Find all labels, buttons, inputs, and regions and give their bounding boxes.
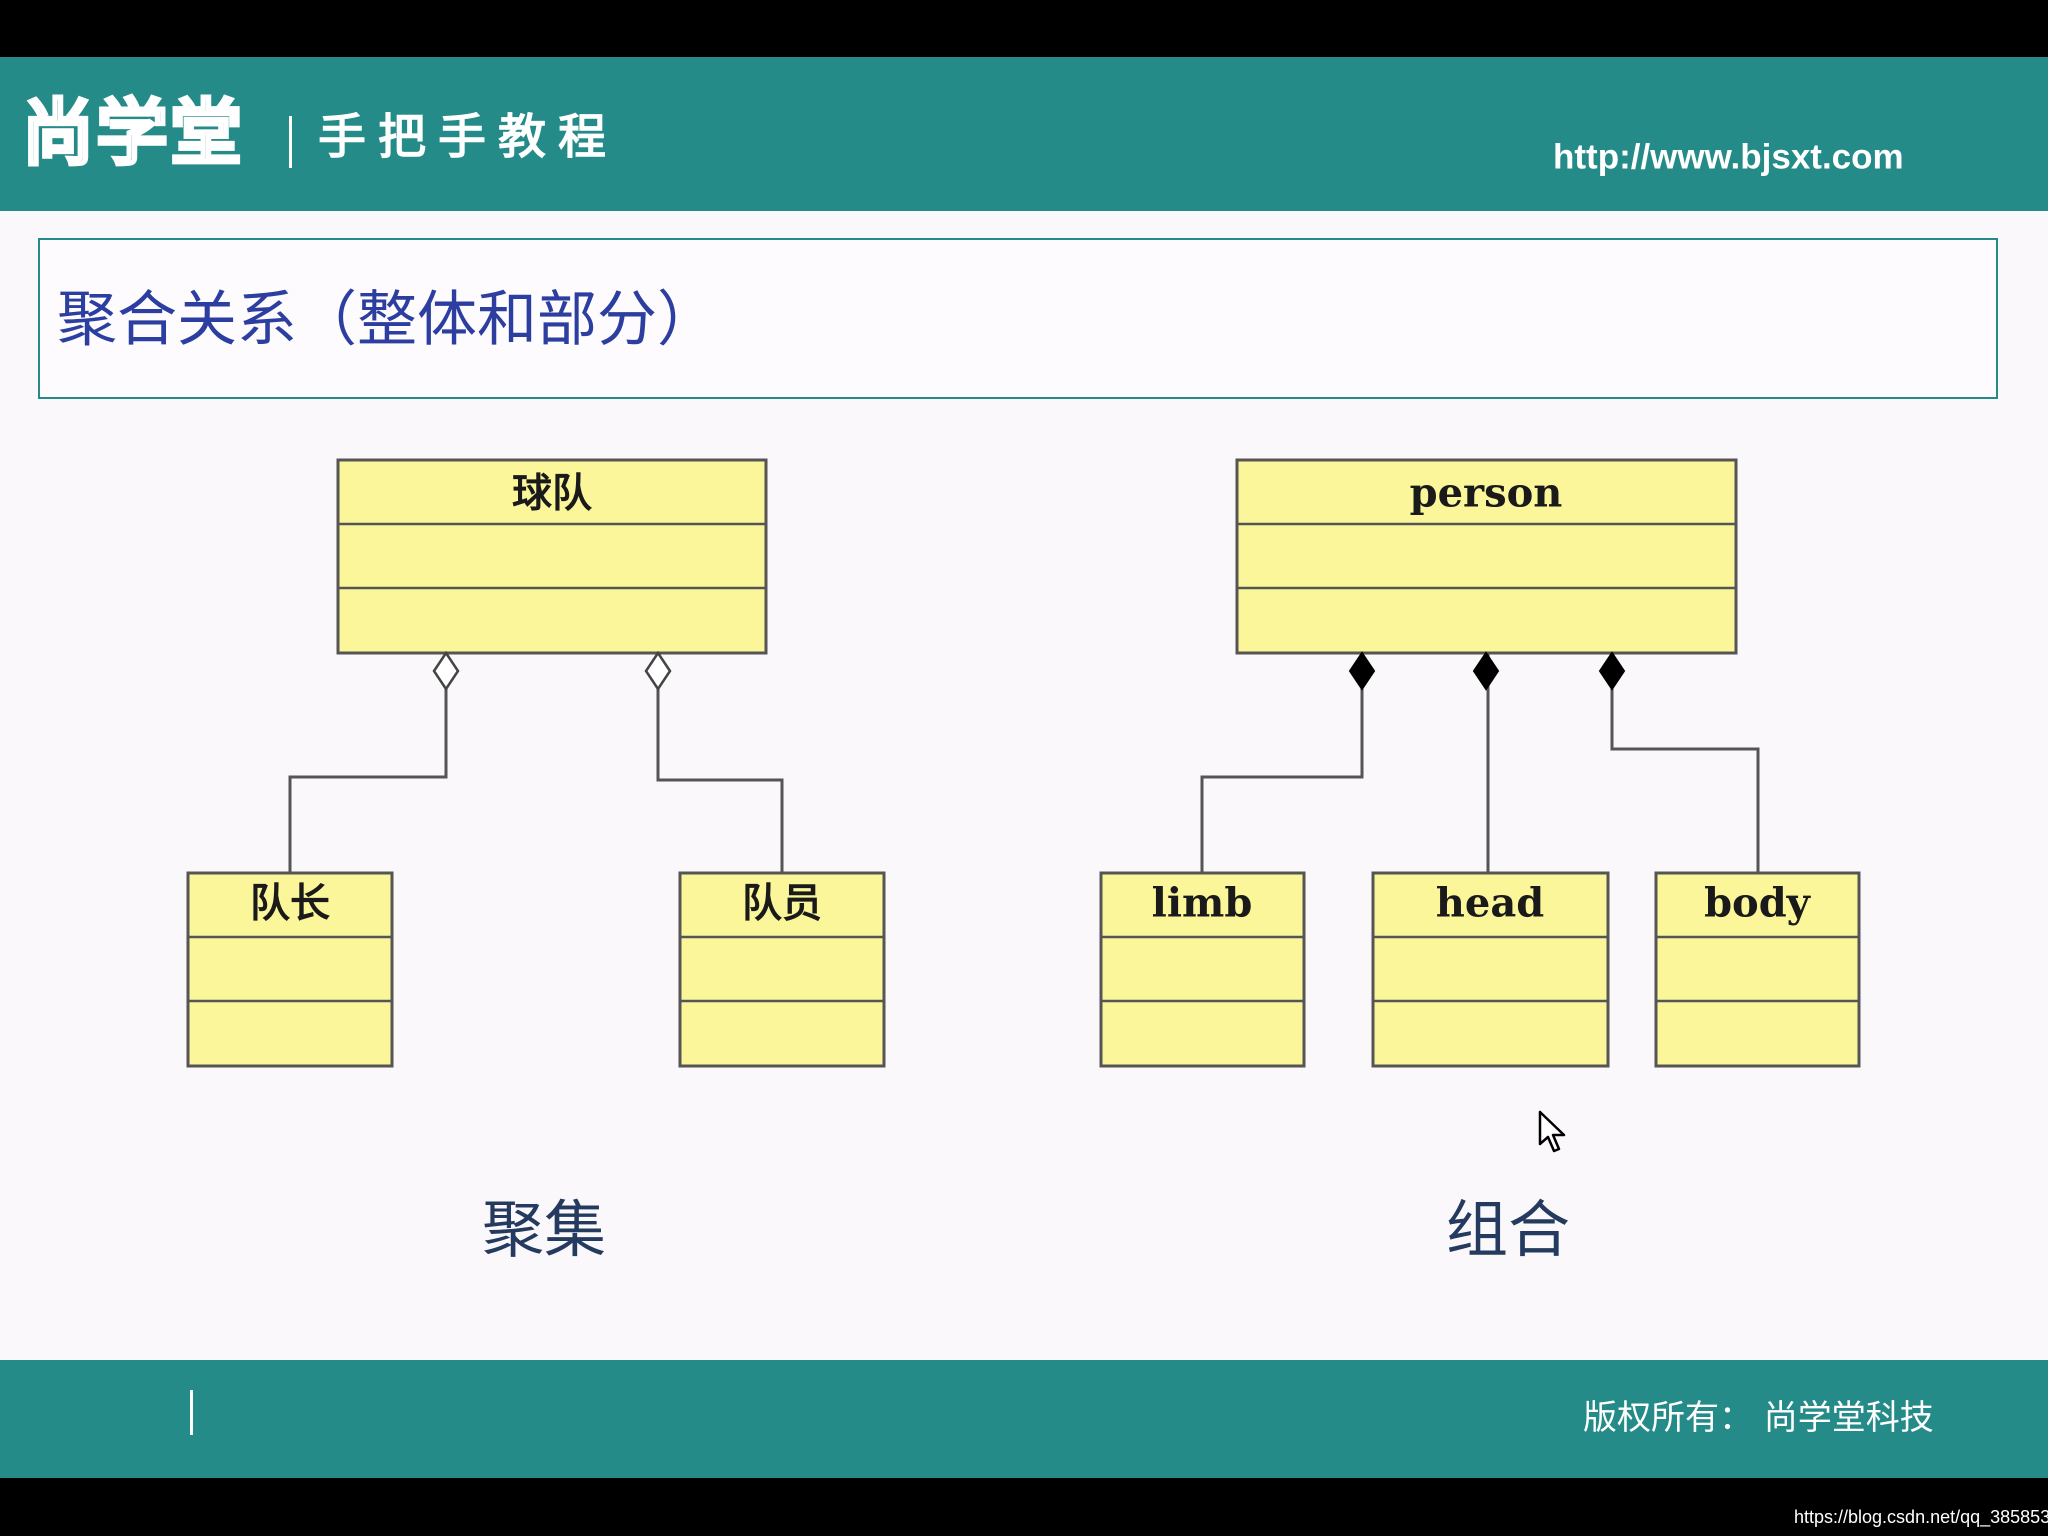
class-box-head[interactable]: head — [1371, 871, 1610, 1068]
aggregation-diamond-icon — [432, 650, 460, 692]
watermark-url: https://blog.csdn.net/qq_38585367 — [1794, 1507, 2048, 1527]
class-box-captain[interactable]: 队长 — [186, 871, 394, 1068]
composition-group: person limb head — [1099, 458, 1861, 1068]
caption-aggregation: 聚集 — [481, 1193, 607, 1266]
class-box-member[interactable]: 队员 — [678, 871, 886, 1068]
header-bar: 尚学堂 手把手教程 http://www.bjsxt.com — [0, 57, 2048, 211]
footer-divider — [190, 1390, 193, 1435]
slide-title: 聚合关系（整体和部分） — [57, 285, 717, 355]
header-tagline: 手把手教程 — [318, 109, 619, 165]
slide: 尚学堂 手把手教程 http://www.bjsxt.com 聚合关系（整体和部… — [0, 57, 2048, 1478]
composition-diamond-icon — [1598, 651, 1626, 691]
title-box: 聚合关系（整体和部分） — [38, 238, 1998, 399]
class-name-body: body — [1704, 880, 1812, 927]
footer-bar: 版权所有： 尚学堂科技 — [0, 1360, 2048, 1478]
class-name-captain: 队长 — [250, 880, 330, 927]
class-box-person[interactable]: person — [1235, 458, 1738, 655]
class-name-limb: limb — [1152, 880, 1253, 927]
uml-diagram: 球队 队长 队员 — [186, 458, 1861, 1068]
aggregation-diamond-icon — [644, 650, 672, 692]
composition-diamond-icon — [1348, 651, 1376, 691]
class-name-person: person — [1410, 470, 1563, 517]
aggregation-group: 球队 队长 队员 — [186, 458, 886, 1068]
class-box-team[interactable]: 球队 — [336, 458, 768, 655]
composition-diamond-icon — [1472, 651, 1500, 691]
copyright-text: 版权所有： 尚学堂科技 — [1583, 1398, 1934, 1438]
class-box-limb[interactable]: limb — [1099, 871, 1306, 1068]
caption-composition: 组合 — [1445, 1193, 1571, 1266]
mouse-cursor-icon — [1538, 1110, 1566, 1153]
class-box-body[interactable]: body — [1654, 871, 1861, 1068]
header-divider — [289, 116, 292, 168]
class-name-head: head — [1436, 880, 1544, 927]
brand-logo: 尚学堂 — [20, 91, 245, 175]
website-url[interactable]: http://www.bjsxt.com — [1553, 137, 1904, 177]
class-name-team: 球队 — [512, 470, 593, 517]
class-name-member: 队员 — [742, 880, 822, 927]
